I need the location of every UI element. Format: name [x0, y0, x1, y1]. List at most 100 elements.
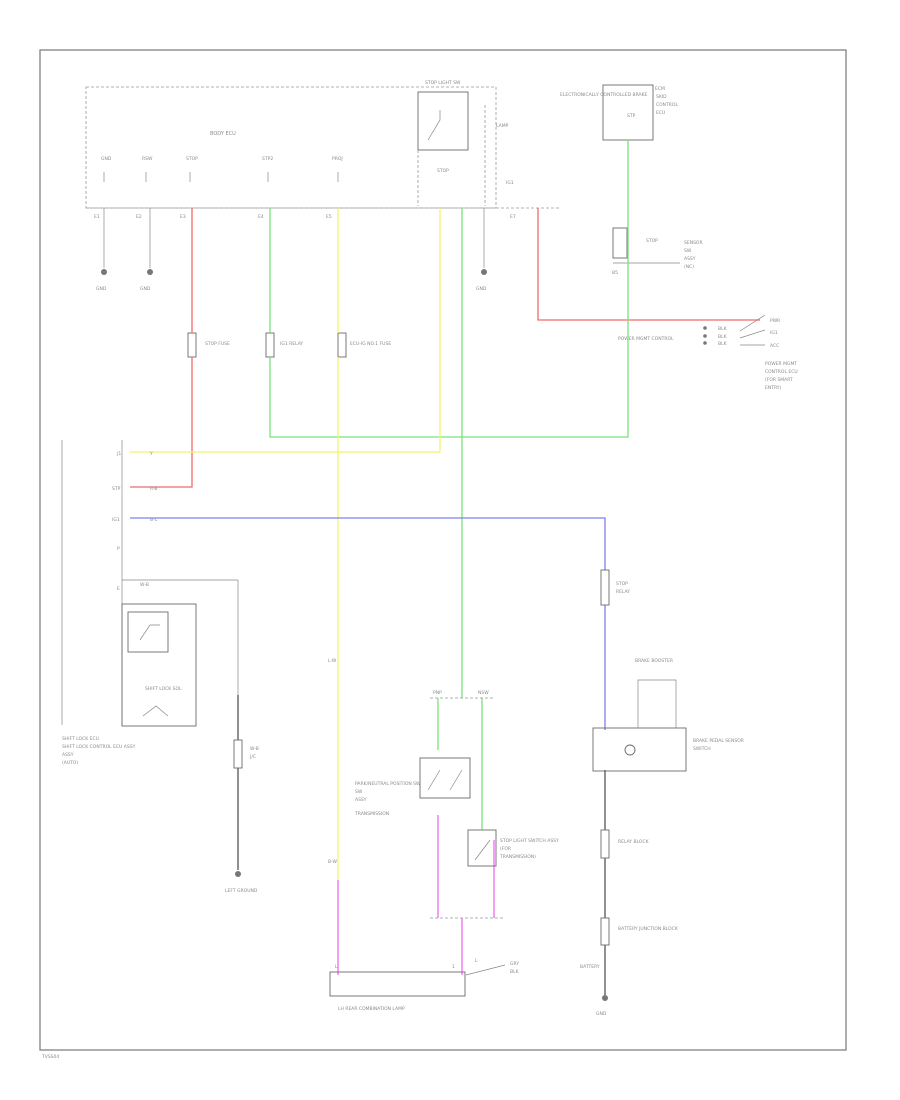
svg-text:L: L [475, 958, 478, 964]
svg-text:(FOR: (FOR [500, 846, 511, 852]
svg-text:(NC): (NC) [684, 264, 694, 270]
svg-text:Y: Y [149, 451, 153, 457]
svg-text:ASSY: ASSY [355, 797, 367, 803]
svg-text:RSW: RSW [142, 156, 153, 162]
brake-booster-label: BRAKE BOOSTER [635, 658, 673, 664]
right-components: STOP RELAY BRAKE BOOSTER BRAKE PEDAL SEN… [580, 569, 744, 1017]
svg-text:1: 1 [452, 964, 455, 970]
svg-text:STOP: STOP [186, 156, 198, 162]
right-panel-text: ELECTRONICALLY CONTROLLED BRAKE [560, 92, 648, 98]
svg-text:SW: SW [684, 248, 692, 254]
brake-sensor-sw-label: BRAKE PEDAL SENSOR [693, 738, 744, 744]
svg-text:R-B: R-B [150, 486, 158, 492]
svg-text:E3: E3 [180, 214, 186, 220]
svg-text:POWER MGMT: POWER MGMT [765, 361, 797, 367]
svg-text:ACC: ACC [770, 343, 779, 349]
wire-label-1: L-W [328, 658, 337, 664]
fuse-stop-label: STOP FUSE [205, 341, 230, 347]
power-connector-right: POWER MGMT CONTROL BLK BLK BLK PWR IG1 A… [618, 314, 798, 391]
svg-text:GND: GND [96, 286, 107, 292]
svg-text:CONTROL ECU: CONTROL ECU [765, 369, 798, 375]
svg-text:(AUTO): (AUTO) [62, 760, 78, 766]
svg-text:TRANSMISSION): TRANSMISSION) [499, 854, 536, 860]
fuse-right-mid-label: RELAY BLOCK [618, 839, 650, 845]
top-grounds: GND GND GND [96, 208, 487, 292]
svg-text:STOP: STOP [437, 168, 449, 174]
body-ecu-block: BODY ECU GND RSW STOP STP2 PROJ E1 E2 E3… [85, 86, 560, 220]
footer-code: TVSS04 [41, 1054, 59, 1060]
stop-switch-label: STOP LIGHT SWITCH ASSY [500, 838, 559, 844]
wires [130, 140, 760, 995]
stop-light-switch-top: STOP LIGHT SW LAMP STOP IG1 [417, 80, 514, 206]
lamp-title-label: LAMP [496, 123, 509, 129]
svg-text:J1: J1 [116, 451, 121, 457]
svg-text:IG1: IG1 [770, 330, 778, 336]
shift-lock-ecu: J1 STP IG1 P E Y R-B B-L W-B SHIFT LOCK … [61, 440, 239, 766]
center-sw-label: PARK/NEUTRAL POSITION SW [355, 781, 421, 787]
svg-text:E: E [117, 586, 120, 592]
ground-right-label: GND [596, 1011, 607, 1017]
park-neutral-switch: PNP NSW PARK/NEUTRAL POSITION SW SW ASSY… [354, 690, 559, 919]
battery-label: BATTERY [580, 964, 600, 970]
svg-text:BLK: BLK [510, 969, 520, 975]
left-block-text: SHIFT LOCK CONTROL ECU ASSY [62, 744, 136, 750]
relay-right: STOP SENSOR SW ASSY (NC) B5 [612, 227, 703, 276]
diagram-frame [39, 49, 847, 1051]
svg-text:STP2: STP2 [262, 156, 273, 162]
svg-text:B5: B5 [612, 270, 618, 276]
svg-text:E4: E4 [258, 214, 264, 220]
shift-lock-ecu-label: SHIFT LOCK ECU [62, 736, 99, 742]
svg-text:L: L [335, 964, 338, 970]
stop-light-sw-top-label: STOP LIGHT SW [425, 80, 461, 86]
svg-text:NSW: NSW [478, 690, 489, 696]
svg-text:E2: E2 [136, 214, 142, 220]
svg-text:(FOR SMART: (FOR SMART [765, 377, 793, 383]
svg-text:STP: STP [627, 113, 636, 119]
fuse-ig1-label: IG1 RELAY [280, 341, 303, 347]
svg-text:PNP: PNP [433, 690, 442, 696]
svg-text:GND: GND [101, 156, 112, 162]
svg-text:GRY: GRY [510, 961, 519, 967]
body-ecu-label: BODY ECU [210, 131, 236, 137]
svg-text:STP: STP [112, 486, 121, 492]
svg-text:BLK: BLK [718, 326, 728, 332]
fuse-right-low-label: BATTERY JUNCTION BLOCK [618, 926, 679, 932]
left-ground-label: LEFT GROUND [225, 888, 258, 894]
svg-text:STOP: STOP [616, 581, 628, 587]
sensor-text: SENSOR [684, 240, 703, 246]
bottom-connector-label: LH REAR COMBINATION LAMP [338, 1006, 405, 1012]
svg-text:P: P [117, 546, 120, 552]
wire-label-2: B-W [328, 859, 338, 865]
svg-text:IG1: IG1 [506, 180, 514, 186]
svg-text:E1: E1 [94, 214, 100, 220]
svg-text:J/C: J/C [249, 754, 256, 760]
svg-text:BLK: BLK [718, 334, 728, 340]
svg-text:W-B: W-B [140, 582, 149, 588]
svg-text:E7: E7 [510, 214, 516, 220]
fuses-upper-left: STOP FUSE IG1 RELAY ECU-IG NO.1 FUSE [187, 332, 391, 358]
svg-text:IG1: IG1 [112, 517, 120, 523]
svg-text:SWITCH: SWITCH [693, 746, 711, 752]
svg-text:E5: E5 [326, 214, 332, 220]
svg-text:B-L: B-L [150, 517, 158, 523]
svg-text:W-B: W-B [250, 746, 259, 752]
svg-text:ENTRY): ENTRY) [765, 385, 782, 391]
fuse-ecu-label: ECU-IG NO.1 FUSE [350, 341, 391, 347]
svg-text:ASSY: ASSY [684, 256, 696, 262]
svg-text:STOP: STOP [646, 238, 658, 244]
svg-text:TRANSMISSION: TRANSMISSION [354, 811, 389, 817]
svg-text:CONTROL: CONTROL [656, 102, 678, 108]
mid-ground-a-label: GND [140, 286, 151, 292]
svg-text:ASSY: ASSY [62, 752, 74, 758]
svg-text:RELAY: RELAY [616, 589, 630, 595]
left-bottom-fuse: W-B J/C LEFT GROUND [225, 739, 259, 894]
bottom-connector: L 1 L GRY BLK LH REAR COMBINATION LAMP [329, 958, 520, 1012]
svg-text:PROJ: PROJ [332, 156, 343, 162]
svg-text:SW: SW [355, 789, 363, 795]
svg-text:PWR: PWR [770, 318, 780, 324]
svg-text:SKID: SKID [656, 94, 667, 100]
right-connector-label: POWER MGMT CONTROL [618, 336, 674, 342]
left-block-title: SHIFT LOCK SOL [145, 686, 182, 692]
svg-text:BLK: BLK [718, 341, 728, 347]
